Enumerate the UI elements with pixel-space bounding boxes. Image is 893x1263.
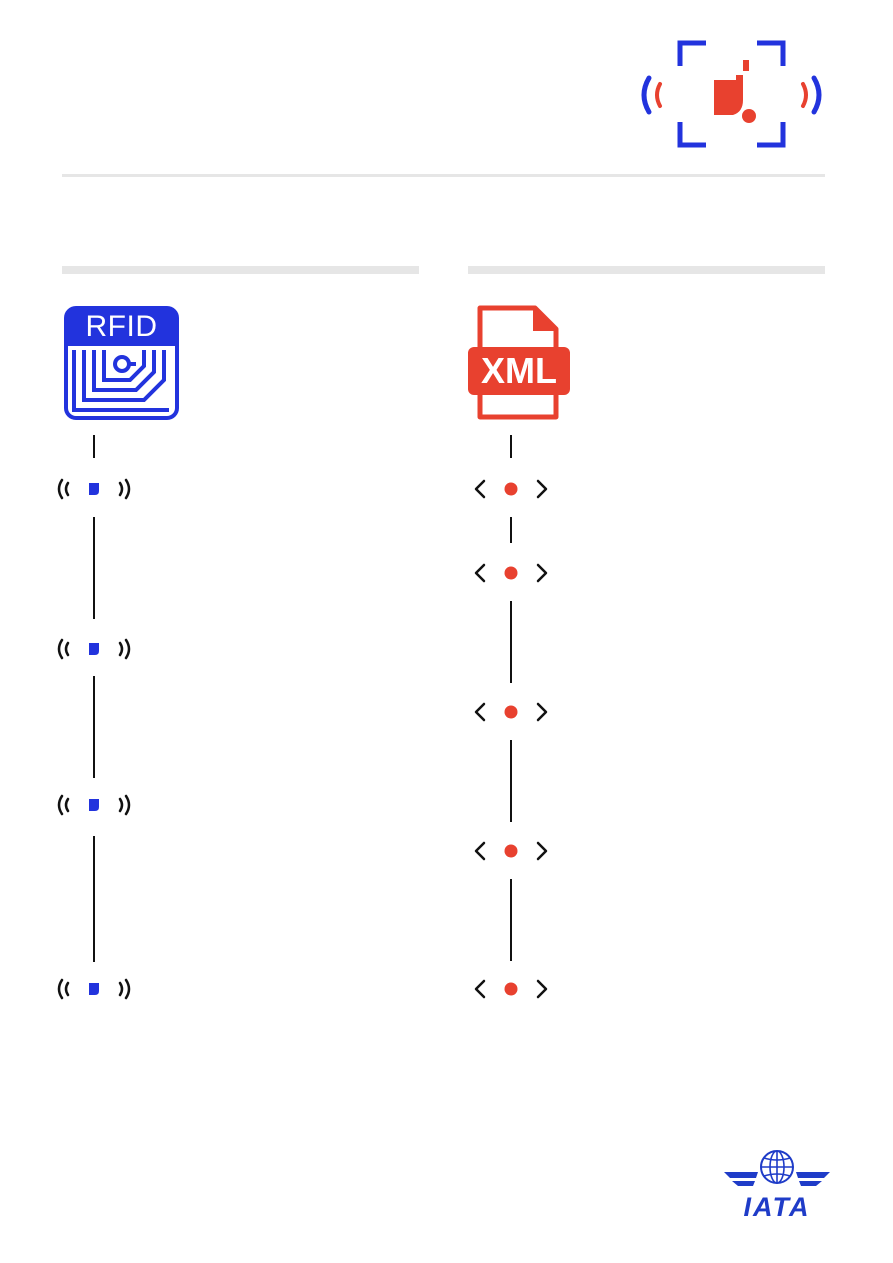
rfid-signal-node-icon <box>57 478 131 500</box>
iata-logo-text: IATA <box>743 1192 811 1222</box>
left-timeline-connector <box>93 435 95 458</box>
rfid-signal-node-icon <box>57 978 131 1000</box>
xml-code-node-icon <box>474 841 548 861</box>
left-timeline-connector <box>93 676 95 778</box>
left-timeline-connector <box>93 836 95 962</box>
xml-code-node-icon <box>474 702 548 722</box>
right-timeline-connector <box>510 517 512 543</box>
right-timeline-connector <box>510 601 512 683</box>
left-timeline-connector <box>93 517 95 619</box>
iata-globe-wings-logo <box>724 1150 830 1186</box>
xml-code-node-icon <box>474 979 548 999</box>
left-column-header-bar <box>62 266 419 274</box>
right-timeline-connector <box>510 740 512 822</box>
right-column-header-bar <box>468 266 825 274</box>
tag-scan-icon <box>641 40 822 148</box>
rfid-chip-icon: RFID <box>64 306 179 420</box>
header-divider <box>62 174 825 177</box>
xml-label: XML <box>481 350 557 391</box>
right-timeline-connector <box>510 435 512 458</box>
xml-code-node-icon <box>474 563 548 583</box>
right-timeline-connector <box>510 879 512 961</box>
xml-code-node-icon <box>474 479 548 499</box>
rfid-signal-node-icon <box>57 794 131 816</box>
rfid-label: RFID <box>85 310 158 343</box>
rfid-signal-node-icon <box>57 638 131 660</box>
xml-file-icon: XML <box>467 305 571 421</box>
